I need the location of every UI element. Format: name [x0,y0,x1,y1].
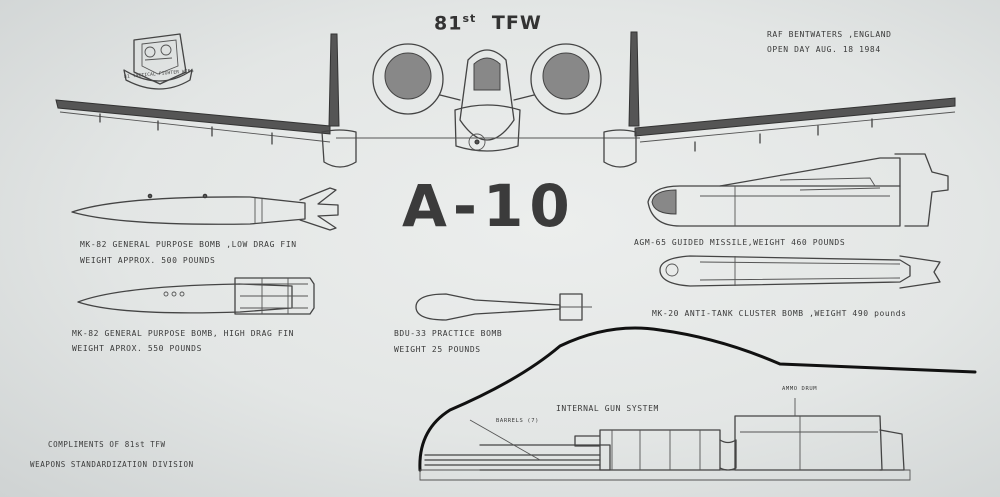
mk82-high-drag-weight: WEIGHT APROX. 550 POUNDS [72,344,202,353]
mk82-high-drag-caption: MK-82 GENERAL PURPOSE BOMB, HIGH DRAG FI… [72,329,295,338]
mk82-low-drag-caption: MK-82 GENERAL PURPOSE BOMB ,LOW DRAG FIN [80,240,297,249]
event-date: OPEN DAY AUG. 18 1984 [767,45,881,54]
unit-title-ordinal: st [462,12,477,25]
unit-title-wing: TFW [491,12,542,35]
emblem-ribbon-text: 81 TACTICAL FIGHTER WING [123,68,194,81]
barrels-label: BARRELS (7) [496,418,540,424]
footer-division: WEAPONS STANDARDIZATION DIVISION [30,460,194,469]
unit-title: 81st TFW [434,12,542,34]
agm65-caption: AGM-65 GUIDED MISSILE,WEIGHT 460 POUNDS [634,238,846,247]
aircraft-designation: A-10 [402,172,576,240]
footer-compliments: COMPLIMENTS OF 81st TFW [48,440,166,449]
bdu33-caption: BDU-33 PRACTICE BOMB [394,329,503,338]
ammo-drum-label: AMMO DRUM [782,386,818,392]
event-location: RAF BENTWATERS ,ENGLAND [767,30,892,39]
unit-title-number: 81 [434,12,463,35]
bdu33-weight: WEIGHT 25 POUNDS [394,345,481,354]
mk20-caption: MK-20 ANTI-TANK CLUSTER BOMB ,WEIGHT 490… [652,309,907,318]
gun-system-title: INTERNAL GUN SYSTEM [556,404,659,413]
mk82-low-drag-weight: WEIGHT APPROX. 500 POUNDS [80,256,216,265]
